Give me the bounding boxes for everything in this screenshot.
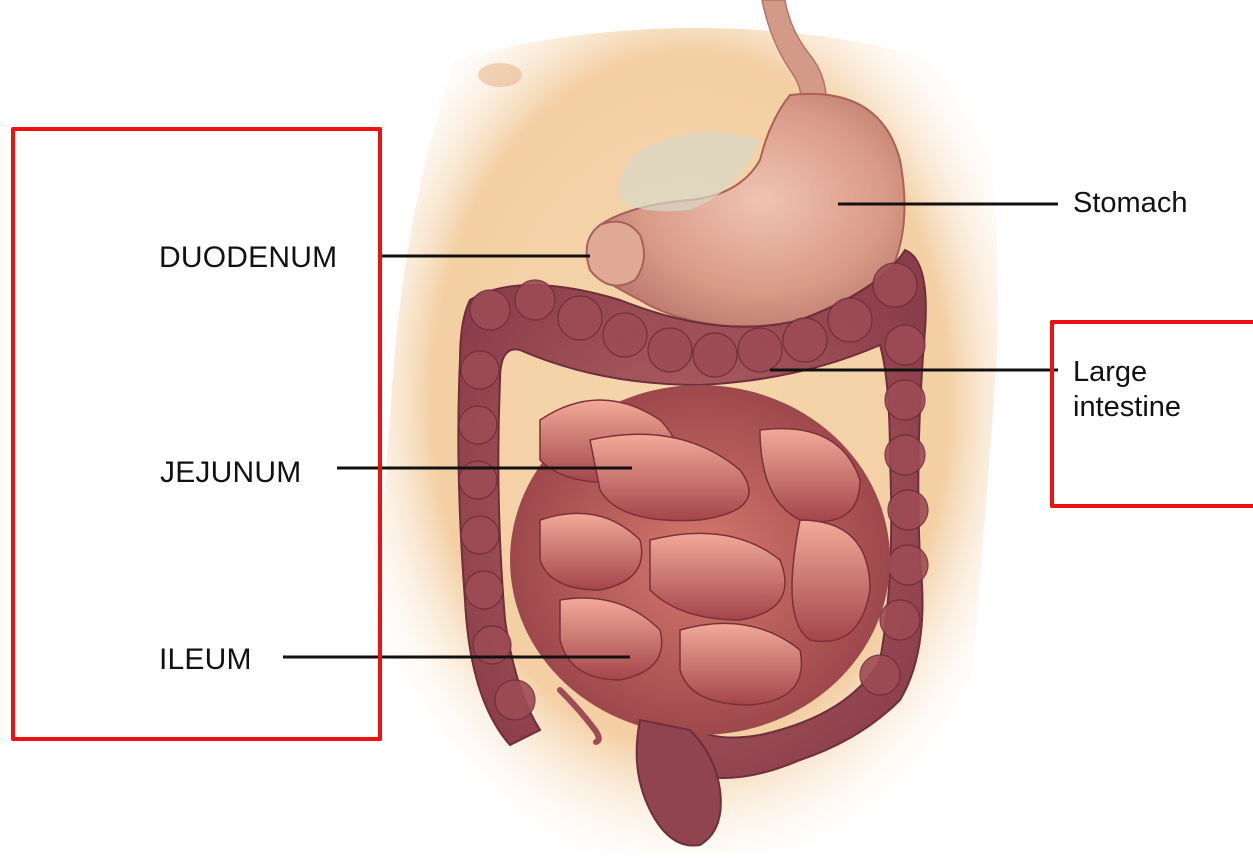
large-intestine-label: Large intestine <box>1073 355 1243 426</box>
duodenum-organ <box>587 222 644 286</box>
jejunum-label: JEJUNUM <box>160 458 301 488</box>
duodenum-label: DUODENUM <box>159 243 337 273</box>
ileum-label: ILEUM <box>159 645 252 675</box>
navel-shadow <box>478 63 522 87</box>
small-intestine-organ <box>510 385 890 735</box>
stomach-label: Stomach <box>1073 189 1187 218</box>
